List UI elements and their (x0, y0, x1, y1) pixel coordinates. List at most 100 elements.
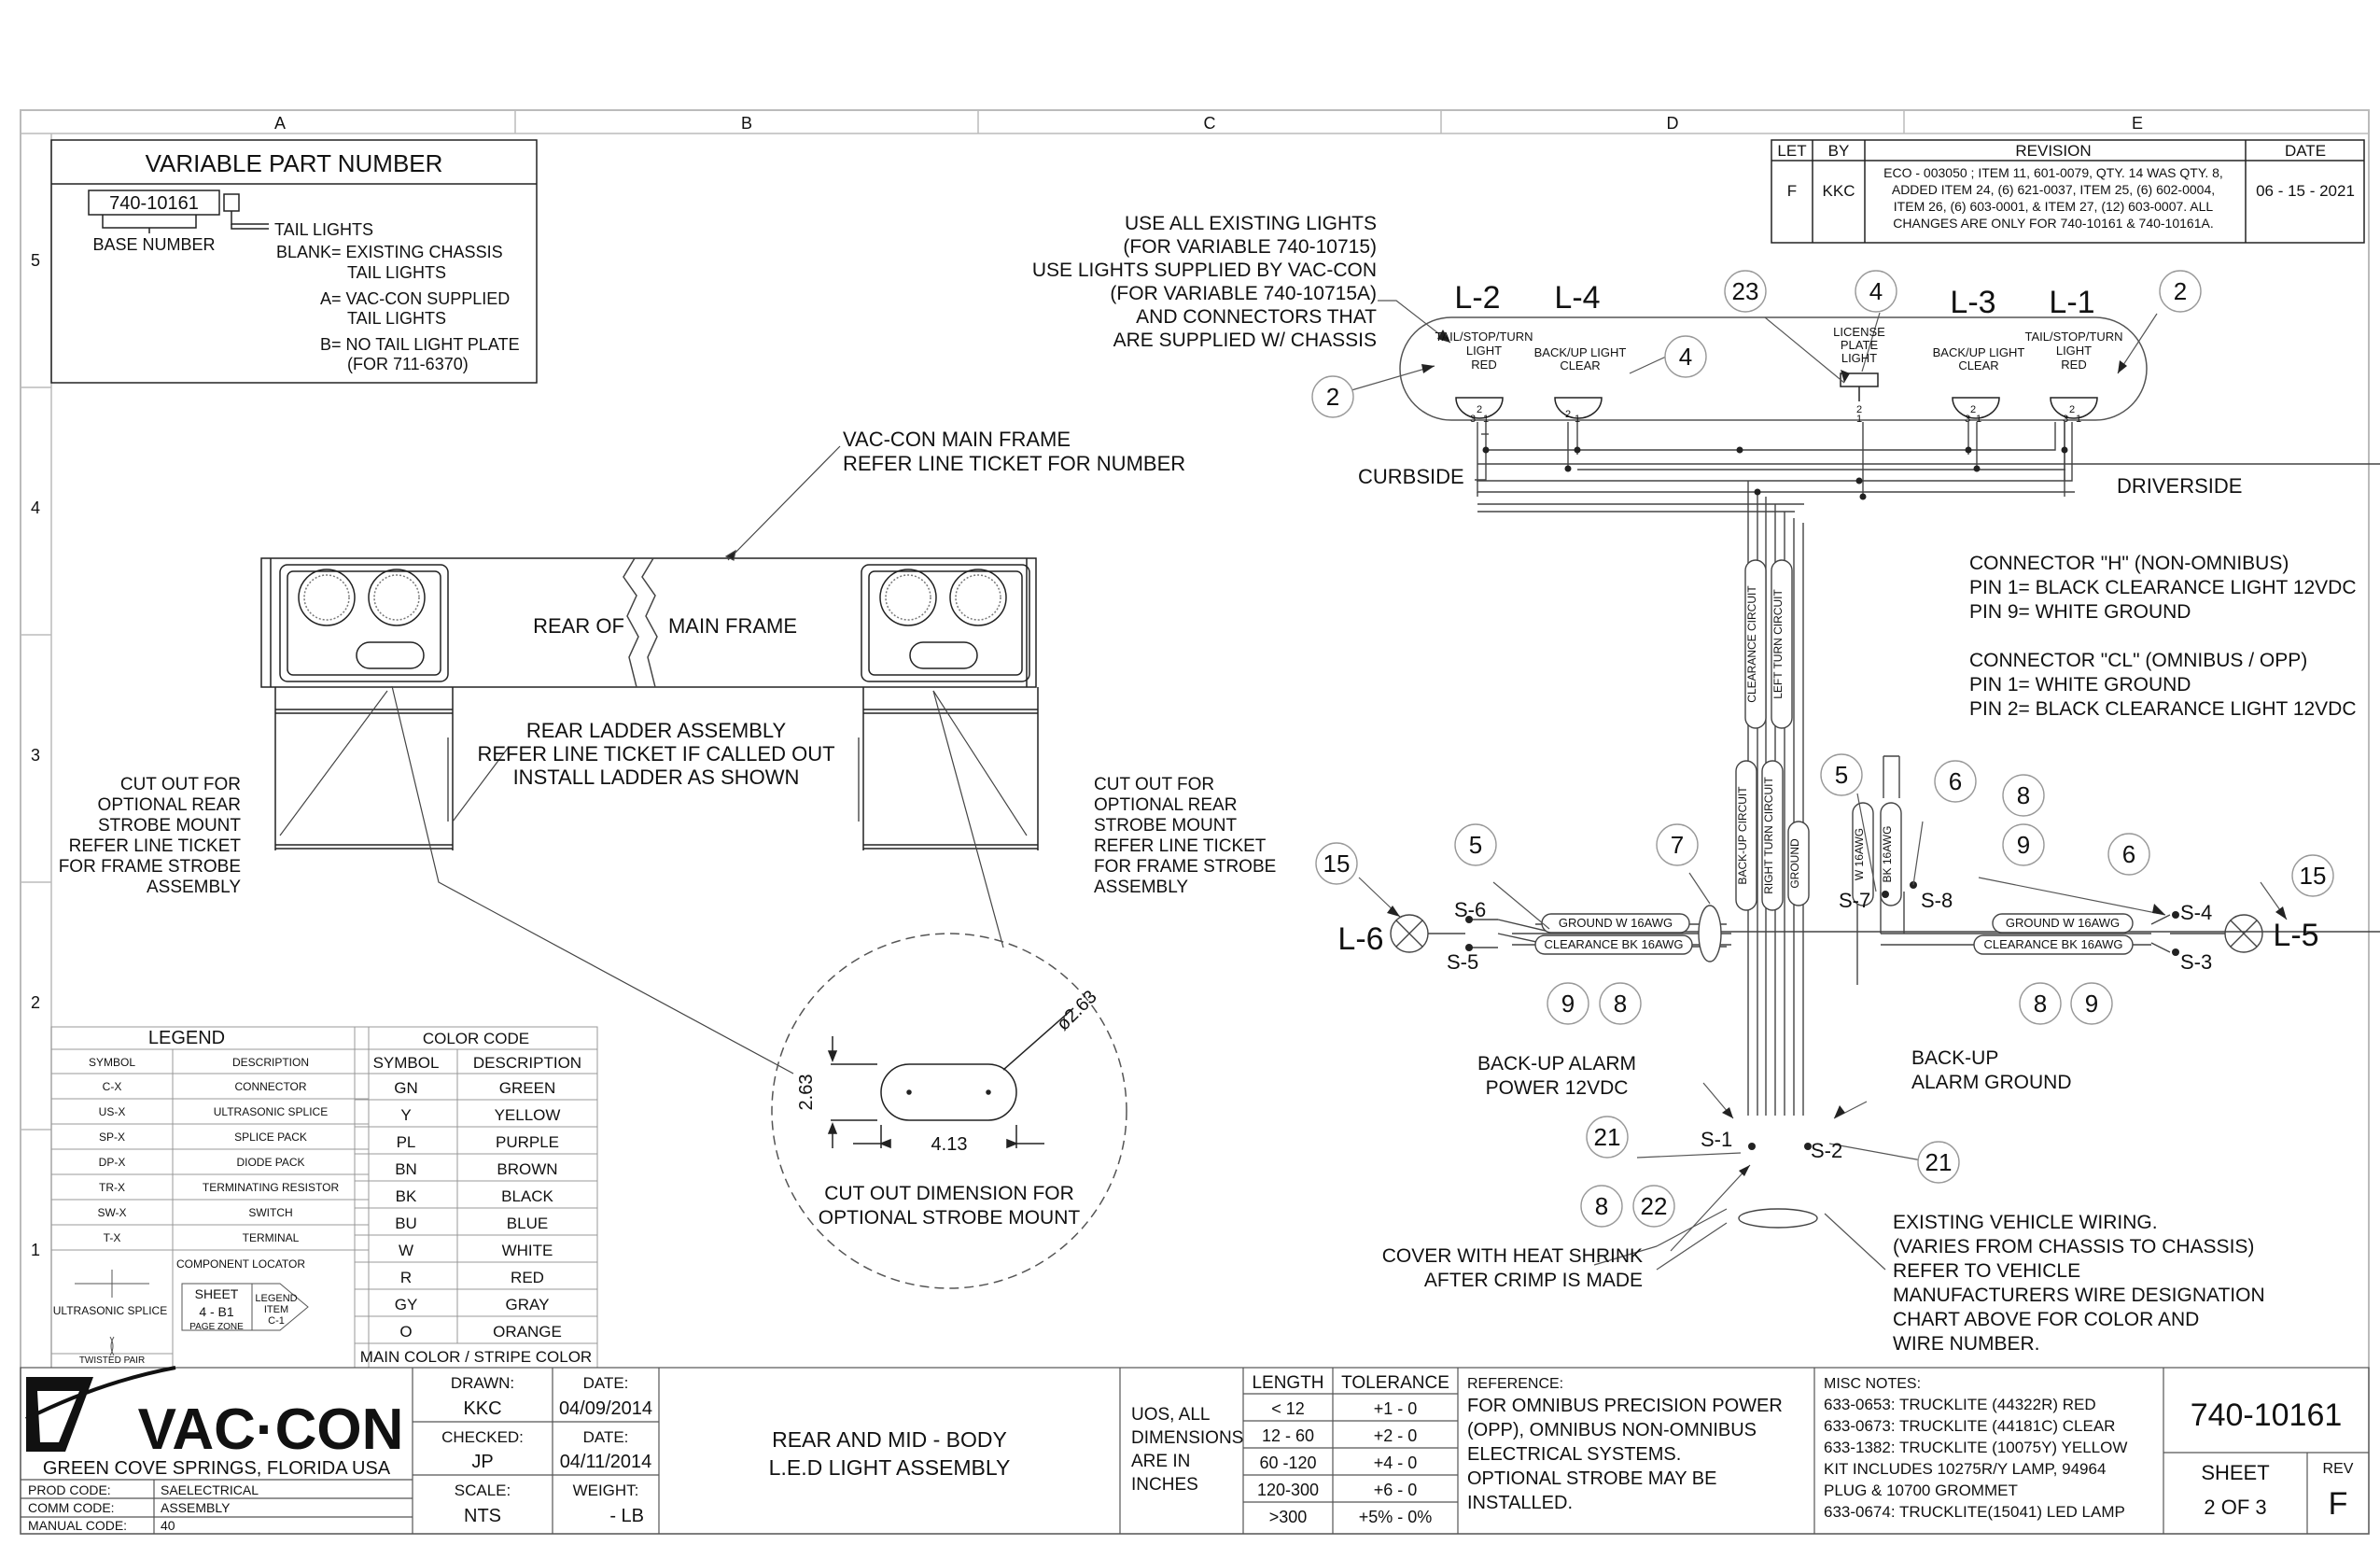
light-l1-icon (2050, 397, 2098, 419)
cutout-detail-text: 2.63 4.13 ø2.63 CUT OUT DIMENSION FOR OP… (796, 987, 1101, 1229)
color-description: BROWN (497, 1160, 557, 1178)
legend-row-symbol: US-X (99, 1105, 126, 1118)
comm-code-label: COMM CODE: (28, 1500, 115, 1515)
pin-3: 3 (1965, 414, 1970, 425)
existing-wiring-3: MANUFACTURERS WIRE DESIGNATION (1893, 1285, 2265, 1306)
legend-row-description: ULTRASONIC SPLICE (214, 1105, 328, 1118)
connector-cl-0: CONNECTOR "CL" (OMNIBUS / OPP) (1969, 650, 2307, 671)
legend-header-symbol: SYMBOL (89, 1056, 135, 1069)
cutout-left-4: FOR FRAME STROBE (59, 857, 241, 877)
legend-item-0: LEGEND (255, 1293, 297, 1304)
balloon-7: 7 (1671, 831, 1684, 859)
backup-power-0: BACK-UP ALARM (1477, 1053, 1636, 1074)
balloon-8: 8 (2017, 781, 2030, 809)
drawn-date: 04/09/2014 (559, 1398, 652, 1419)
checked-date: 04/11/2014 (560, 1452, 652, 1472)
cutout-right-0: CUT OUT FOR (1094, 775, 1214, 794)
cutout-dim-0: CUT OUT DIMENSION FOR (824, 1183, 1074, 1204)
balloon-5: 5 (1835, 761, 1848, 789)
existing-lights-4: AND CONNECTORS THAT (1136, 306, 1377, 328)
clearance-bk-right: CLEARANCE BK 16AWG (1983, 937, 2122, 951)
drawn-date-label: DATE: (583, 1374, 629, 1392)
existing-wiring-1: (VARIES FROM CHASSIS TO CHASSIS) (1893, 1236, 2254, 1257)
light-l2-label: L-2 (1454, 280, 1500, 316)
color-symbol: Y (400, 1106, 411, 1124)
legend-row-symbol: SP-X (99, 1131, 125, 1144)
color-description: RED (511, 1269, 544, 1286)
balloons (1311, 270, 2334, 1228)
vp-line-3: A= VAC-CON SUPPLIED (320, 289, 510, 308)
splice-s6: S-6 (1454, 898, 1486, 921)
prod-code: SAELECTRICAL (161, 1482, 259, 1497)
balloon-9: 9 (2085, 990, 2098, 1018)
dim-diameter: ø2.63 (1053, 987, 1101, 1035)
tol-header-length: LENGTH (1252, 1373, 1323, 1393)
manual-code: 40 (161, 1518, 175, 1533)
cutout-right-3: REFER LINE TICKET (1094, 836, 1267, 856)
rear-of-label: REAR OF (533, 614, 624, 638)
color-description: BLUE (507, 1215, 548, 1232)
vp-line-6: (FOR 711-6370) (347, 355, 469, 373)
splice-s3: S-3 (2180, 950, 2212, 974)
clearance-circuit-label: CLEARANCE CIRCUIT (1745, 585, 1758, 703)
tol-length: 120-300 (1257, 1481, 1319, 1499)
dim-263: 2.63 (796, 1074, 817, 1111)
zone-col-a: A (274, 114, 286, 133)
color-description: PURPLE (496, 1133, 559, 1151)
bk16-label: BK 16AWG (1881, 826, 1894, 883)
ground-w-right: GROUND W 16AWG (2006, 916, 2120, 930)
balloon-6: 6 (1949, 767, 1962, 795)
wiring-text: USE ALL EXISTING LIGHTS (FOR VARIABLE 74… (1032, 213, 2357, 1355)
main-frame-text: VAC-CON MAIN FRAME REFER LINE TICKET FOR… (59, 428, 1277, 897)
cutout-left-3: REFER LINE TICKET (69, 836, 242, 856)
company-name: VAC·CON (138, 1398, 404, 1462)
balloon-15: 15 (1323, 850, 1351, 878)
balloon-5: 5 (1469, 831, 1482, 859)
legend-row-symbol: C-X (103, 1080, 122, 1093)
arrowhead (2118, 360, 2127, 373)
tol-value: +1 - 0 (1374, 1399, 1418, 1418)
backup-power-1: POWER 12VDC (1486, 1077, 1629, 1099)
color-description: YELLOW (495, 1106, 561, 1124)
pin-1: 1 (1856, 414, 1862, 425)
misc-note-1: 633-0673: TRUCKLITE (44181C) CLEAR (1824, 1417, 2115, 1435)
junction-dot (1736, 446, 1743, 454)
zone-row-5: 5 (31, 251, 40, 270)
color-description: GRAY (506, 1296, 550, 1313)
light-l3-label: L-3 (1950, 285, 1995, 320)
drawn-label: DRAWN: (451, 1374, 514, 1392)
ladder-note-1: REFER LINE TICKET IF CALLED OUT (477, 742, 834, 765)
legend-header-description: DESCRIPTION (232, 1056, 309, 1069)
rev-header-by: BY (1828, 142, 1850, 160)
balloon-2: 2 (1326, 383, 1339, 411)
tol-value: +6 - 0 (1374, 1481, 1418, 1499)
misc-note-0: 633-0653: TRUCKLITE (44322R) RED (1824, 1396, 2096, 1413)
vaccon-logo (25, 1366, 176, 1452)
connector-h-2: PIN 9= WHITE GROUND (1969, 601, 2191, 623)
existing-wiring-5: WIRE NUMBER. (1893, 1333, 2040, 1355)
balloon-8: 8 (1614, 990, 1627, 1018)
main-frame-note-0: VAC-CON MAIN FRAME (843, 428, 1071, 451)
reference-4: INSTALLED. (1467, 1493, 1573, 1513)
zone-row-3: 3 (31, 746, 40, 765)
uos-2: ARE IN (1131, 1452, 1190, 1471)
right-turn-circuit-label: RIGHT TURN CIRCUIT (1762, 777, 1775, 894)
rev-let: F (1787, 182, 1797, 200)
color-description: GREEN (499, 1079, 555, 1097)
existing-wiring-2: REFER TO VEHICLE (1893, 1260, 2080, 1282)
misc-note-5: 633-0674: TRUCKLITE(15041) LED LAMP (1824, 1503, 2125, 1521)
curbside-label: CURBSIDE (1358, 465, 1464, 488)
sheet-label: SHEET (2201, 1461, 2269, 1484)
tol-value: +2 - 0 (1374, 1426, 1418, 1445)
pin-1: 1 (1976, 414, 1981, 425)
existing-lights-0: USE ALL EXISTING LIGHTS (1125, 213, 1377, 234)
main-frame-note-1: REFER LINE TICKET FOR NUMBER (843, 452, 1185, 475)
pin-1: 1 (1483, 414, 1489, 425)
existing-lights-3: (FOR VARIABLE 740-10715A) (1110, 283, 1377, 304)
junction-dot (1754, 488, 1761, 496)
legend-item-2: C-1 (268, 1315, 285, 1327)
balloon-15: 15 (2300, 862, 2327, 890)
backup-ground-1: ALARM GROUND (1911, 1072, 2072, 1093)
balloon-23: 23 (1732, 277, 1759, 305)
rev-date: 06 - 15 - 2021 (2256, 182, 2355, 200)
